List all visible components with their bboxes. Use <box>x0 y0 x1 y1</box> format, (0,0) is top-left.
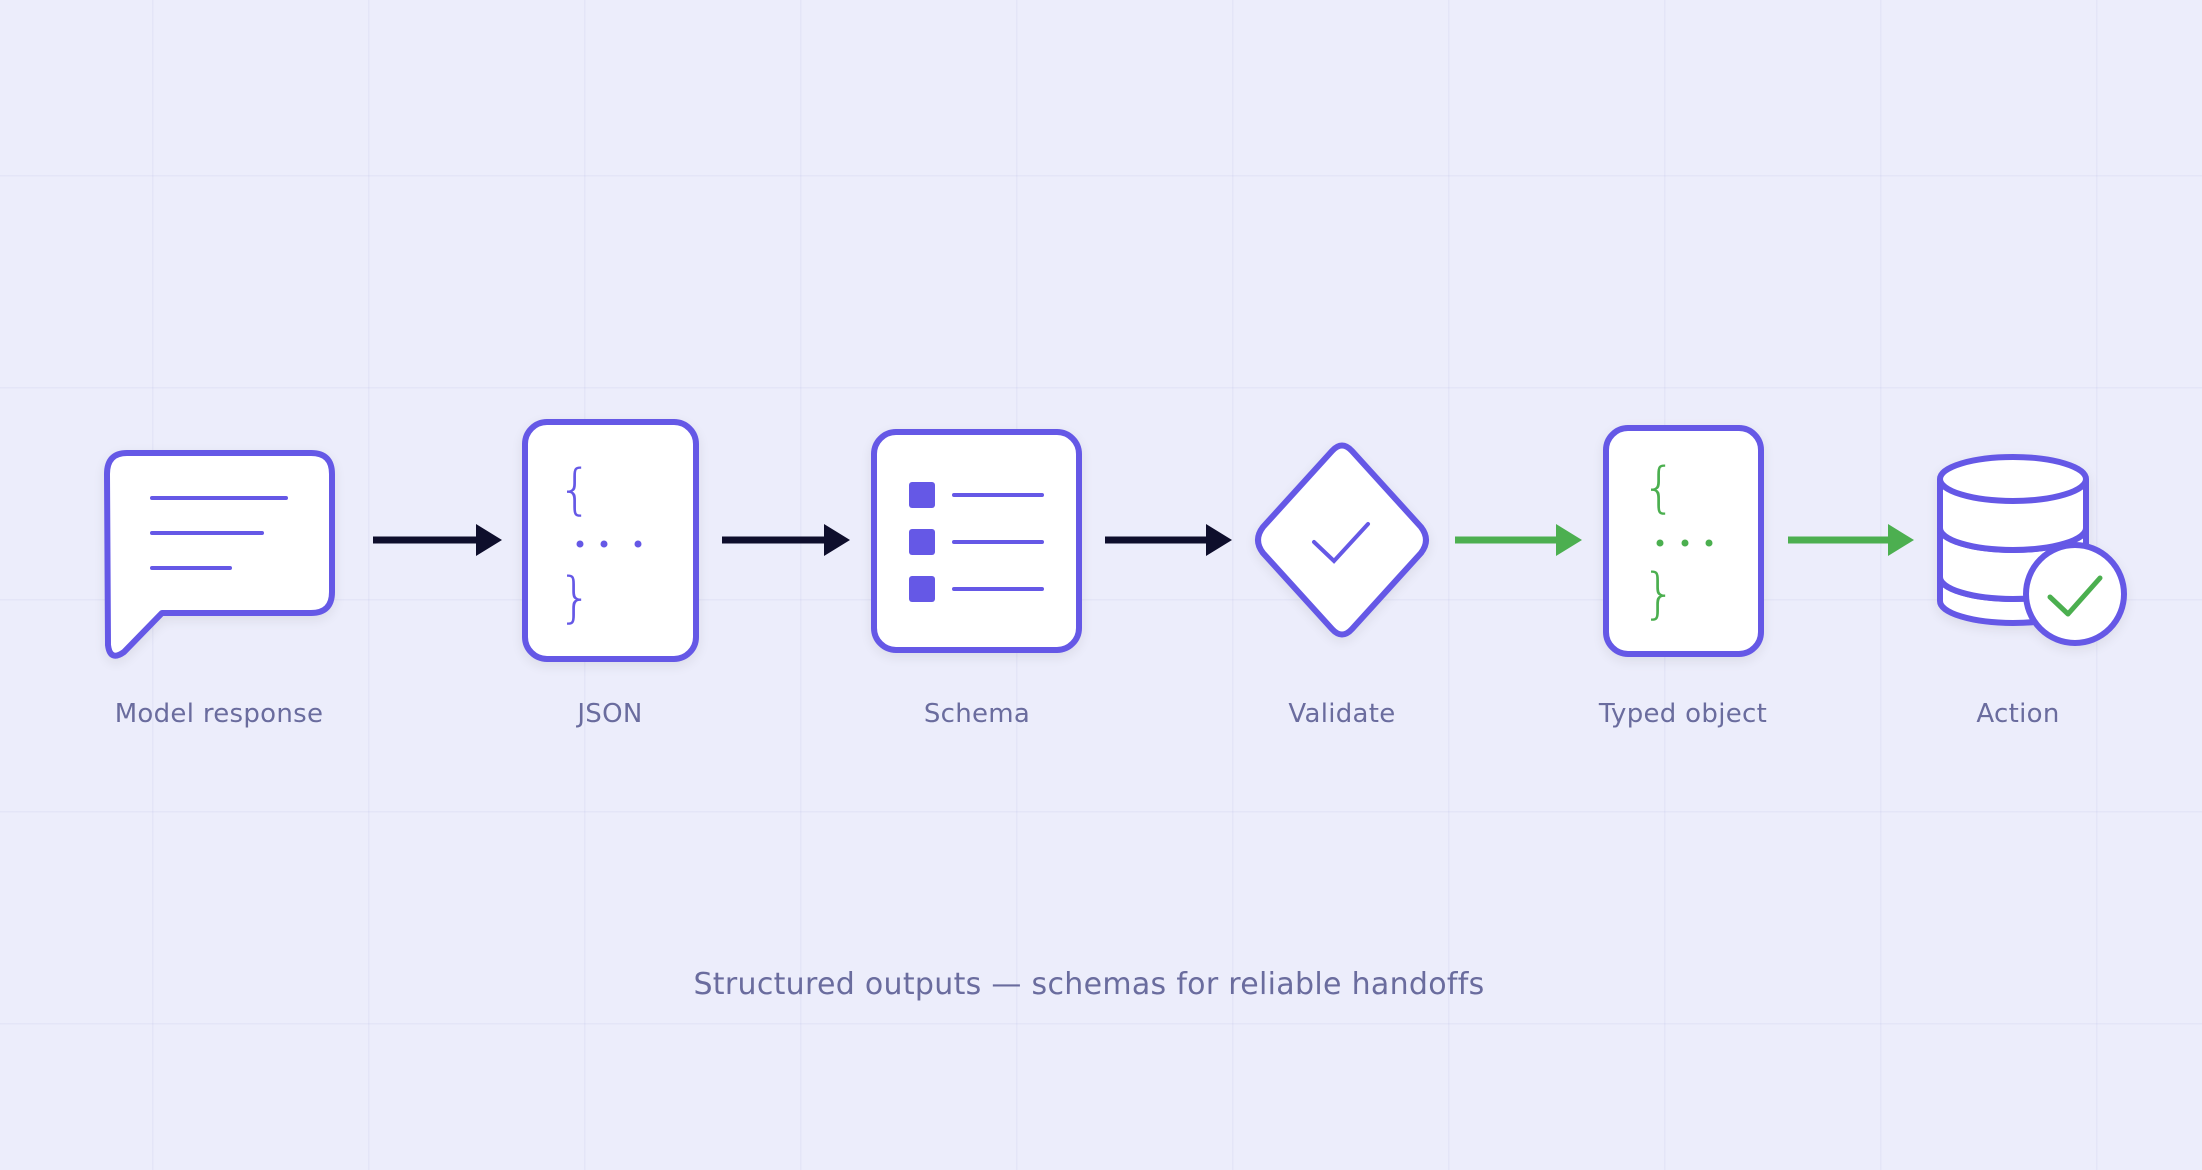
arrow-schema-to-validate <box>1105 524 1232 556</box>
arrow-json-to-schema <box>722 524 850 556</box>
svg-text:}: } <box>1642 562 1676 625</box>
node-label: JSON <box>575 699 642 729</box>
node-label: Validate <box>1288 699 1395 729</box>
node-label: Schema <box>924 699 1030 729</box>
diagram-caption: Structured outputs — schemas for reliabl… <box>693 967 1484 1002</box>
node-json: { } JSON <box>522 419 699 729</box>
arrow-typed-object-to-action <box>1788 524 1914 556</box>
svg-text:{: { <box>1642 456 1676 519</box>
node-action: Action <box>1937 454 2127 729</box>
svg-text:{: { <box>558 458 592 521</box>
arrow-validate-to-typed-object <box>1455 524 1582 556</box>
node-label: Action <box>1976 699 2059 729</box>
node-label: Model response <box>115 699 324 729</box>
node-validate: Validate <box>1255 442 1429 729</box>
schema-list-icon <box>871 429 1082 653</box>
json-document-icon: { } <box>522 419 699 662</box>
validate-check-icon <box>1255 442 1429 638</box>
node-model-response: Model response <box>104 450 335 729</box>
database-check-icon <box>1937 454 2127 646</box>
arrow-model-to-json <box>373 524 502 556</box>
node-typed-object: { } Typed object <box>1598 425 1767 729</box>
chat-bubble-icon <box>104 450 335 659</box>
node-schema: Schema <box>871 429 1082 729</box>
typed-object-icon: { } <box>1603 425 1764 657</box>
svg-text:}: } <box>558 566 592 629</box>
node-label: Typed object <box>1598 699 1767 729</box>
